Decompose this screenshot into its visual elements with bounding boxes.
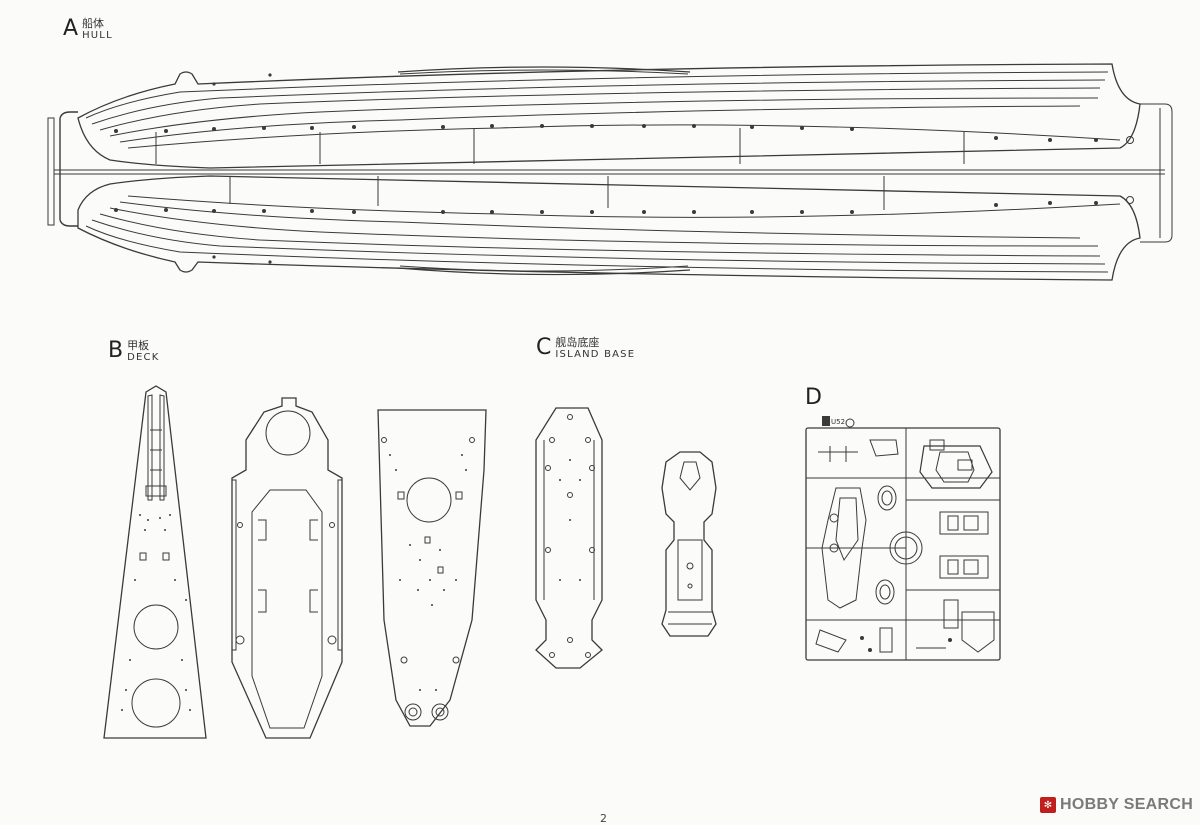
section-letter-island-base: C bbox=[536, 335, 552, 360]
parts-sprue bbox=[805, 416, 1001, 661]
section-label-island-base: C 舰岛底座 ISLAND BASE bbox=[536, 337, 635, 361]
hull-lower-half bbox=[77, 175, 1141, 281]
section-name-cn-deck: 甲板 bbox=[127, 339, 150, 352]
section-name-en-island-base: ISLAND BASE bbox=[555, 349, 636, 360]
hull-upper-half bbox=[77, 63, 1141, 169]
sprue-tag: U52 bbox=[831, 418, 846, 426]
section-label-parts: D bbox=[805, 387, 822, 409]
deck-sprue bbox=[103, 385, 487, 739]
section-letter-deck: B bbox=[108, 338, 124, 363]
section-name-cn-island-base: 舰岛底座 bbox=[555, 336, 600, 349]
section-label-deck: B 甲板 DECK bbox=[108, 340, 159, 364]
island-part-2 bbox=[661, 451, 717, 637]
island-sprue bbox=[535, 407, 717, 669]
deck-part-3 bbox=[377, 409, 487, 727]
section-name-en-deck: DECK bbox=[127, 352, 160, 363]
watermark-brand: HOBBY SEARCH bbox=[1060, 796, 1194, 813]
section-name-cn-hull: 船体 bbox=[82, 17, 105, 30]
section-label-hull: A 船体 HULL bbox=[63, 18, 113, 42]
section-name-en-hull: HULL bbox=[82, 30, 113, 41]
section-letter-hull: A bbox=[63, 16, 79, 41]
watermark: ✻ HOBBY SEARCH bbox=[1040, 796, 1193, 814]
section-letter-parts: D bbox=[805, 385, 822, 410]
page-number: 2 bbox=[600, 812, 607, 825]
hull-sprue bbox=[47, 63, 1173, 281]
island-part-1 bbox=[535, 407, 603, 669]
deck-part-2 bbox=[231, 397, 343, 739]
deck-part-1 bbox=[103, 385, 207, 739]
hobbysearch-logo-icon: ✻ bbox=[1040, 797, 1056, 813]
